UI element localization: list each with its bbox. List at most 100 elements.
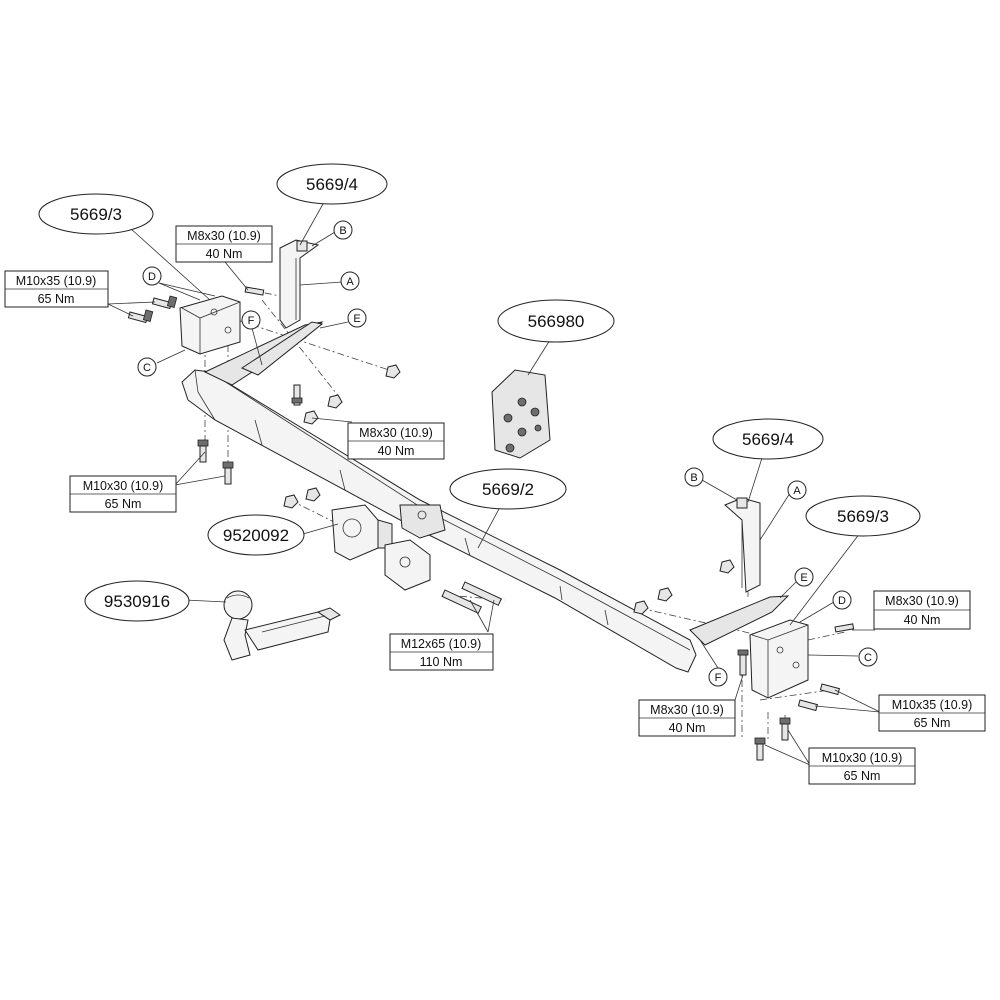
- svg-text:5669/3: 5669/3: [70, 205, 122, 224]
- svg-text:40 Nm: 40 Nm: [669, 721, 706, 735]
- svg-text:5669/4: 5669/4: [742, 430, 794, 449]
- label-d-left: D: [142, 266, 162, 286]
- nut-icon: [719, 559, 735, 574]
- label-f-right: F: [708, 667, 728, 687]
- spec-box-m8x30-top: M8x30 (10.9) 40 Nm: [175, 225, 273, 263]
- nut-icon: [283, 494, 299, 509]
- part-number-main-bar: 5669/2: [449, 468, 567, 510]
- part-number-electrical-kit: 566980: [497, 299, 615, 343]
- svg-text:M10x30 (10.9): M10x30 (10.9): [83, 479, 164, 493]
- svg-text:9520092: 9520092: [223, 526, 289, 545]
- svg-text:5669/3: 5669/3: [837, 507, 889, 526]
- label-c-left: C: [137, 357, 157, 377]
- right-side-bracket: [749, 619, 809, 699]
- part-number-towball: 9530916: [84, 580, 190, 622]
- label-c-right: C: [858, 647, 878, 667]
- spec-box-m10x30-left: M10x30 (10.9) 65 Nm: [69, 475, 177, 513]
- leader-lines: [107, 203, 881, 766]
- svg-text:C: C: [864, 652, 872, 664]
- svg-text:5669/2: 5669/2: [482, 480, 534, 499]
- svg-text:M10x35 (10.9): M10x35 (10.9): [892, 698, 973, 712]
- svg-text:M8x30 (10.9): M8x30 (10.9): [187, 229, 261, 243]
- svg-text:110 Nm: 110 Nm: [420, 655, 463, 669]
- bolt-icon: [819, 683, 840, 696]
- spec-box-m10x35-left: M10x35 (10.9) 65 Nm: [4, 270, 109, 308]
- nut-icon: [657, 587, 673, 602]
- nut-icon: [305, 487, 321, 502]
- spec-box-m10x35-right: M10x35 (10.9) 65 Nm: [878, 694, 986, 732]
- electrical-kit-part: [491, 369, 551, 459]
- right-top-plate: [724, 497, 761, 593]
- part-number-socket-plate: 9520092: [207, 514, 305, 556]
- svg-text:E: E: [800, 572, 807, 584]
- svg-text:65 Nm: 65 Nm: [844, 769, 881, 783]
- label-b-right: B: [684, 467, 704, 487]
- svg-text:F: F: [715, 672, 722, 684]
- bolt-icon: [834, 623, 855, 633]
- part-number-plate-left: 5669/4: [276, 163, 388, 205]
- part-number-bracket-left: 5669/3: [38, 193, 154, 235]
- svg-text:F: F: [248, 315, 255, 327]
- svg-text:65 Nm: 65 Nm: [105, 497, 142, 511]
- nut-icon: [385, 364, 401, 379]
- nut-icon: [327, 394, 343, 409]
- svg-text:A: A: [346, 276, 354, 288]
- spec-box-m8x30-mid: M8x30 (10.9) 40 Nm: [347, 422, 445, 460]
- part-number-bracket-right: 5669/3: [805, 495, 921, 537]
- label-a-left: A: [340, 271, 360, 291]
- bolt-icon: [441, 589, 482, 614]
- nut-icon: [633, 600, 649, 615]
- bolt-icon: [244, 286, 265, 296]
- left-side-plate-e: [240, 321, 324, 376]
- bolt-icon: [222, 461, 234, 485]
- svg-text:566980: 566980: [528, 312, 585, 331]
- svg-text:E: E: [353, 313, 360, 325]
- bolt-icon: [127, 309, 154, 324]
- label-e-right: E: [794, 567, 814, 587]
- svg-text:M8x30 (10.9): M8x30 (10.9): [650, 703, 724, 717]
- label-a-right: A: [787, 480, 807, 500]
- main-crossbar: [181, 321, 790, 673]
- svg-text:B: B: [339, 225, 346, 237]
- spec-box-m8x30-right: M8x30 (10.9) 40 Nm: [873, 590, 971, 630]
- svg-text:M10x35 (10.9): M10x35 (10.9): [16, 274, 97, 288]
- svg-text:M12x65 (10.9): M12x65 (10.9): [401, 637, 482, 651]
- svg-text:40 Nm: 40 Nm: [904, 613, 941, 627]
- svg-text:65 Nm: 65 Nm: [914, 716, 951, 730]
- label-d-right: D: [832, 590, 852, 610]
- bolt-icon: [197, 439, 209, 463]
- towball-part: [223, 590, 341, 661]
- svg-text:65 Nm: 65 Nm: [38, 292, 75, 306]
- svg-text:40 Nm: 40 Nm: [206, 247, 243, 261]
- spec-box-m12x65: M12x65 (10.9) 110 Nm: [389, 633, 494, 671]
- svg-text:B: B: [690, 472, 697, 484]
- svg-text:5669/4: 5669/4: [306, 175, 358, 194]
- svg-text:D: D: [838, 595, 846, 607]
- svg-text:9530916: 9530916: [104, 592, 170, 611]
- bolt-icon: [291, 384, 303, 406]
- fasteners: [127, 286, 855, 761]
- bolt-icon: [151, 295, 178, 310]
- svg-text:40 Nm: 40 Nm: [378, 444, 415, 458]
- svg-text:M8x30 (10.9): M8x30 (10.9): [359, 426, 433, 440]
- part-number-plate-right: 5669/4: [712, 418, 824, 460]
- svg-text:M8x30 (10.9): M8x30 (10.9): [885, 594, 959, 608]
- spec-box-m10x30-right: M10x30 (10.9) 65 Nm: [808, 747, 916, 785]
- bolt-icon: [754, 737, 766, 761]
- nut-icon: [303, 410, 319, 425]
- label-e-left: E: [347, 308, 367, 328]
- svg-text:D: D: [148, 271, 156, 283]
- label-f-left: F: [241, 310, 261, 330]
- socket-plate-part: [331, 504, 431, 591]
- svg-text:M10x30 (10.9): M10x30 (10.9): [822, 751, 903, 765]
- bolt-icon: [797, 699, 818, 712]
- left-side-bracket: [179, 295, 241, 355]
- label-b-left: B: [333, 220, 353, 240]
- bolt-icon: [779, 717, 791, 741]
- left-top-plate: [279, 239, 320, 329]
- bolt-icon: [737, 649, 749, 676]
- svg-text:C: C: [143, 362, 151, 374]
- spec-box-m8x30-bottom: M8x30 (10.9) 40 Nm: [638, 699, 736, 737]
- bolt-icon: [461, 581, 502, 606]
